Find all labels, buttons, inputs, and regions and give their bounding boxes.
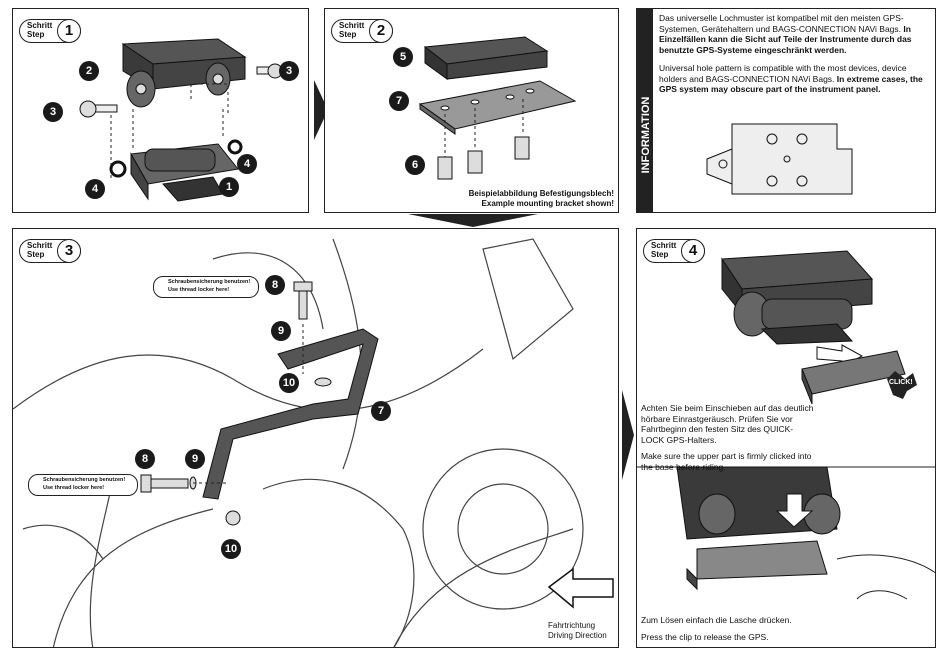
step-label-de: Schritt	[651, 241, 677, 250]
arrow-right-icon	[622, 390, 634, 480]
callout-7: 7	[371, 401, 391, 421]
thread-locker-note-top: Schraubensicherung benutzen! Use thread …	[153, 276, 259, 298]
callout-10: 10	[221, 539, 241, 559]
step-label-de: Schritt	[27, 21, 53, 30]
callout-4: 4	[85, 179, 105, 199]
step-number: 1	[57, 19, 81, 43]
step-label-de: Schritt	[339, 21, 365, 30]
example-note: Beispielabbildung Befestigungsblech! Exa…	[468, 189, 614, 208]
step-label-en: Step	[27, 30, 45, 39]
thread-locker-note-left: Schraubensicherung benutzen! Use thread …	[28, 474, 138, 496]
step-number: 2	[369, 19, 393, 43]
arrow-down-icon	[408, 214, 538, 227]
driving-direction-label: Fahrtrichtung Driving Direction	[548, 621, 607, 640]
callout-1: 1	[219, 177, 239, 197]
info-text: Das universelle Lochmuster ist kompatibe…	[659, 13, 923, 94]
callout-2: 2	[79, 61, 99, 81]
click-label: CLICK!	[889, 379, 913, 386]
hole-pattern-illustration	[706, 123, 853, 195]
callout-3: 3	[279, 61, 299, 81]
callout-8: 8	[135, 449, 155, 469]
callout-7: 7	[389, 91, 409, 111]
callout-9: 9	[271, 321, 291, 341]
callout-10: 10	[279, 373, 299, 393]
information-panel: INFORMATION Das universelle Lochmuster i…	[636, 8, 936, 213]
step-label-en: Step	[27, 250, 45, 259]
callout-6: 6	[405, 155, 425, 175]
callout-5: 5	[393, 47, 413, 67]
info-sidebar	[637, 9, 653, 212]
step-label-en: Step	[651, 250, 669, 259]
step-number: 3	[57, 239, 81, 263]
callout-3: 3	[43, 102, 63, 122]
callout-9: 9	[185, 449, 205, 469]
base-assembly-illustration	[79, 38, 283, 202]
step-label-en: Step	[339, 30, 357, 39]
step-4-text-bottom: Zum Lösen einfach die Lasche drücken. Pr…	[641, 615, 792, 642]
step-number: 4	[681, 239, 705, 263]
quick-lock-illustration	[637, 250, 935, 600]
step-label-de: Schritt	[27, 241, 53, 250]
motorcycle-cockpit-illustration	[13, 238, 614, 647]
arrow-right-icon	[314, 80, 328, 140]
step-4-text-top: Achten Sie beim Einschieben auf das deut…	[641, 403, 814, 472]
callout-4: 4	[237, 154, 257, 174]
callout-8: 8	[265, 275, 285, 295]
mounting-plate-illustration	[418, 36, 577, 180]
